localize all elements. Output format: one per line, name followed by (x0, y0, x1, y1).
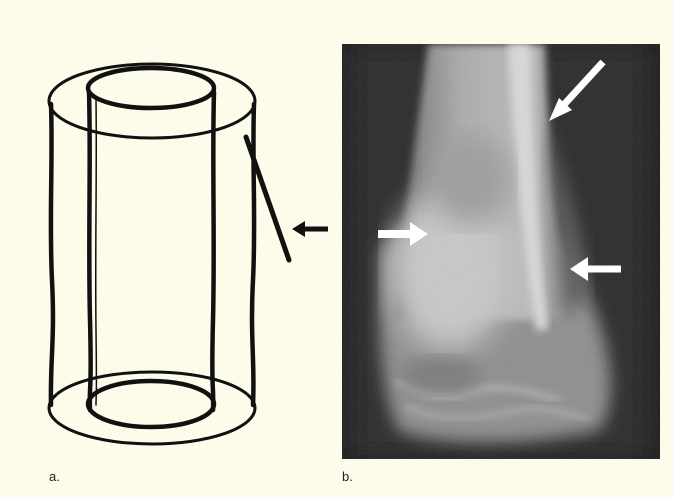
medullary-canal-right-side (212, 92, 214, 410)
panel-label-b: b. (342, 469, 353, 484)
radiograph-image (342, 44, 660, 459)
medullary-canal-bottom-ellipse (88, 381, 214, 427)
outer-cortex-left-side (51, 104, 53, 405)
outer-cortex-top-ellipse (49, 64, 255, 138)
medullary-canal-inner-line (96, 100, 97, 405)
medullary-canal-left-side (89, 92, 91, 410)
arrow-icon (292, 221, 328, 237)
bone-schematic-diagram (49, 64, 289, 444)
panel-label-a: a. (49, 469, 60, 484)
medullary-canal-top-ellipse (88, 68, 214, 108)
